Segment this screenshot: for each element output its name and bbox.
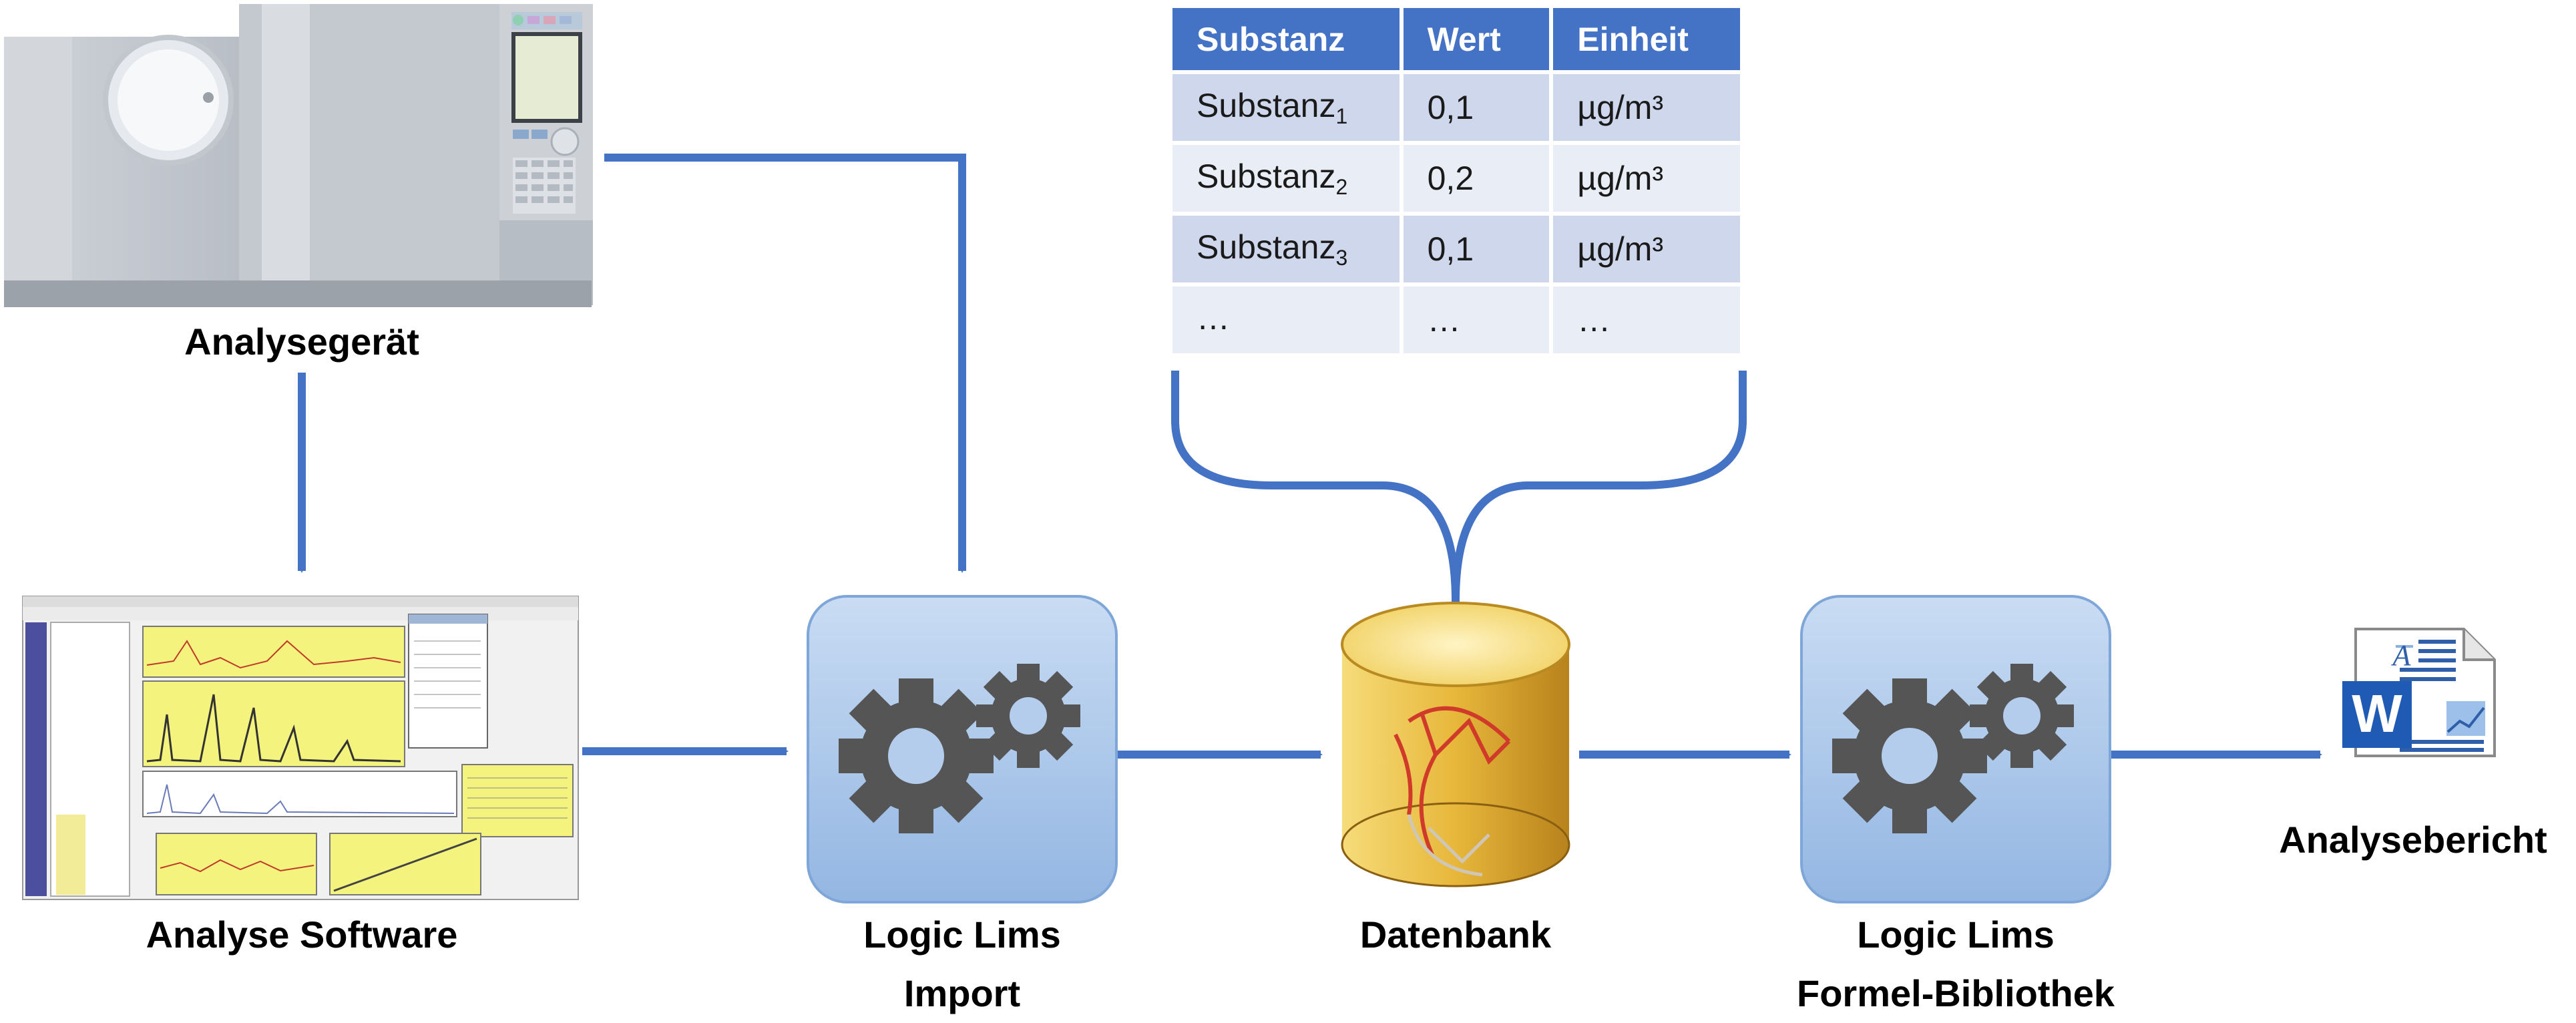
table-row: Substanz3 0,1 µg/m³ bbox=[1172, 216, 1740, 282]
gears-icon bbox=[839, 664, 1080, 833]
cell-einheit: … bbox=[1553, 286, 1740, 353]
column-header-wert: Wert bbox=[1403, 8, 1550, 70]
table-row: Substanz1 0,1 µg/m³ bbox=[1172, 74, 1740, 141]
substance-table: Substanz Wert Einheit Substanz1 0,1 µg/m… bbox=[1168, 4, 1744, 357]
cell-wert: 0,1 bbox=[1403, 216, 1550, 282]
label-import-line2: Import bbox=[903, 972, 1021, 1014]
word-document-icon: W A bbox=[2342, 628, 2496, 757]
label-formel-line1: Logic Lims bbox=[1857, 913, 2055, 956]
label-logic-lims-import: Logic Lims Import bbox=[762, 905, 1162, 1023]
cell-substanz: Substanz1 bbox=[1172, 74, 1400, 141]
label-analyse-software: Analyse Software bbox=[101, 905, 502, 964]
cell-wert: … bbox=[1403, 286, 1550, 353]
label-analysebericht-text: Analysebericht bbox=[2279, 819, 2547, 861]
connector-arrows bbox=[298, 154, 2322, 759]
process-box-formel bbox=[1800, 595, 2111, 903]
label-analysegeraet-text: Analysegerät bbox=[184, 321, 419, 363]
label-import-line1: Logic Lims bbox=[863, 913, 1061, 956]
instrument-icon bbox=[4, 4, 593, 307]
table-row: … … … bbox=[1172, 286, 1740, 353]
column-header-substanz: Substanz bbox=[1172, 8, 1400, 70]
word-letter: W bbox=[2352, 684, 2402, 743]
label-analysegeraet: Analysegerät bbox=[101, 313, 502, 371]
cell-wert: 0,2 bbox=[1403, 145, 1550, 212]
label-datenbank: Datenbank bbox=[1255, 905, 1656, 964]
word-corner-letter: A bbox=[2391, 639, 2412, 672]
table-brace bbox=[1171, 371, 1747, 605]
cell-substanz: Substanz2 bbox=[1172, 145, 1400, 212]
label-logic-lims-formel: Logic Lims Formel-Bibliothek bbox=[1755, 905, 2156, 1023]
table-row: Substanz2 0,2 µg/m³ bbox=[1172, 145, 1740, 212]
cell-einheit: µg/m³ bbox=[1553, 74, 1740, 141]
label-formel-line2: Formel-Bibliothek bbox=[1796, 972, 2115, 1014]
label-analysebericht: Analysebericht bbox=[2253, 811, 2573, 869]
table-header-row: Substanz Wert Einheit bbox=[1172, 8, 1740, 70]
label-analyse-software-text: Analyse Software bbox=[146, 913, 458, 956]
column-header-einheit: Einheit bbox=[1553, 8, 1740, 70]
label-datenbank-text: Datenbank bbox=[1359, 913, 1552, 956]
cell-substanz: … bbox=[1172, 286, 1400, 353]
process-box-import bbox=[807, 595, 1118, 903]
cell-substanz: Substanz3 bbox=[1172, 216, 1400, 282]
software-screenshot-icon bbox=[22, 596, 579, 900]
gears-icon bbox=[1832, 664, 2074, 833]
cell-wert: 0,1 bbox=[1403, 74, 1550, 141]
cell-einheit: µg/m³ bbox=[1553, 216, 1740, 282]
arrow-geraet-to-import bbox=[604, 154, 966, 573]
database-icon bbox=[1341, 602, 1570, 887]
cell-einheit: µg/m³ bbox=[1553, 145, 1740, 212]
